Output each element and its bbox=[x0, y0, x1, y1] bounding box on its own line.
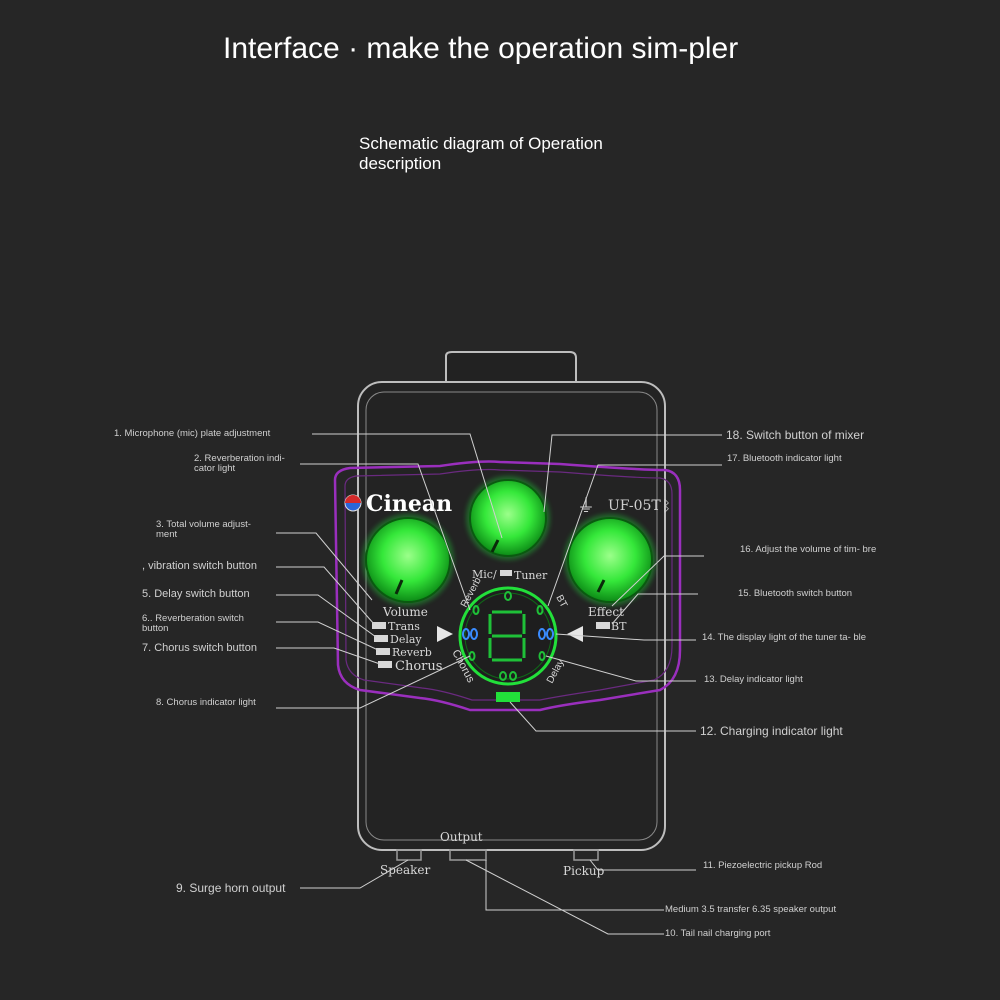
bt-switch-button[interactable] bbox=[596, 622, 610, 629]
tuner-label: Tuner bbox=[514, 569, 548, 582]
callout-10: 10. Tail nail charging port bbox=[665, 928, 771, 939]
callout-16: 16. Adjust the volume of tim- bre bbox=[740, 544, 877, 555]
chorus-switch-button[interactable] bbox=[378, 661, 392, 668]
callout-12: 12. Charging indicator light bbox=[700, 724, 843, 738]
ring-bt-label: BT bbox=[553, 593, 569, 609]
tuner-light-top bbox=[504, 591, 512, 601]
page-title: Interface · make the operation sim-pler bbox=[223, 32, 739, 65]
callout-7: 7. Chorus switch button bbox=[142, 642, 257, 654]
chorus-switch-label: Chorus bbox=[395, 659, 442, 674]
callout-18: 18. Switch button of mixer bbox=[726, 428, 865, 442]
charging-indicator-light bbox=[496, 692, 520, 702]
callout-1: 1. Microphone (mic) plate adjustment bbox=[114, 428, 271, 439]
callout-13: 13. Delay indicator light bbox=[704, 674, 803, 685]
bluetooth-logo-icon: ᛒ bbox=[662, 498, 671, 515]
callout-4: , vibration switch button bbox=[142, 560, 257, 572]
speaker-port[interactable] bbox=[396, 849, 422, 861]
tuner-sharp-arrow-icon bbox=[567, 626, 583, 642]
callout-2: 2. Reverberation indi- cator light bbox=[194, 453, 285, 474]
trans-switch-button[interactable] bbox=[372, 622, 386, 629]
reverb-switch-label: Reverb bbox=[392, 646, 432, 659]
callout-lines bbox=[276, 433, 722, 935]
callout-17: 17. Bluetooth indicator light bbox=[727, 453, 842, 464]
diagram-subtitle: Schematic diagram of Operation descripti… bbox=[359, 134, 603, 173]
bt-indicator-light bbox=[536, 605, 544, 615]
brand-name: Cinean bbox=[366, 491, 452, 517]
control-panel-outline bbox=[333, 460, 682, 712]
bt-switch-label: BT bbox=[611, 620, 627, 633]
output-label: Output bbox=[440, 830, 483, 844]
callout-6: 6.. Reverberation switch button bbox=[142, 613, 244, 634]
device-handle bbox=[445, 351, 577, 382]
delay-switch-button[interactable] bbox=[374, 635, 388, 642]
output-port[interactable] bbox=[449, 849, 487, 861]
tuner-flat-arrow-icon bbox=[437, 626, 453, 642]
tuner-display bbox=[488, 610, 526, 662]
callout-8: 8. Chorus indicator light bbox=[156, 697, 256, 708]
callout-14: 14. The display light of the tuner ta- b… bbox=[702, 632, 867, 643]
callout-5: 5. Delay switch button bbox=[142, 588, 250, 600]
trans-switch-label: Trans bbox=[388, 620, 420, 633]
volume-knob[interactable] bbox=[362, 514, 454, 606]
reverb-indicator-light bbox=[472, 605, 480, 615]
callout-15: 15. Bluetooth switch button bbox=[738, 588, 853, 599]
pickup-label: Pickup bbox=[563, 864, 605, 878]
callout-10-detail: Medium 3.5 transfer 6.35 speaker output bbox=[665, 904, 837, 915]
model-name: UF-05T bbox=[608, 498, 661, 514]
mic-label: Mic/ bbox=[472, 568, 497, 581]
volume-label: Volume bbox=[382, 605, 428, 619]
speaker-label: Speaker bbox=[380, 863, 431, 877]
effect-knob[interactable] bbox=[564, 514, 656, 606]
effect-label: Effect bbox=[588, 605, 624, 619]
pickup-port[interactable] bbox=[573, 849, 599, 861]
callout-11: 11. Piezoelectric pickup Rod bbox=[703, 860, 823, 871]
callout-3: 3. Total volume adjust- ment bbox=[156, 519, 251, 540]
mic-tuner-knob[interactable] bbox=[466, 476, 550, 560]
callout-9: 9. Surge horn output bbox=[176, 881, 286, 895]
delay-indicator-light bbox=[538, 651, 546, 661]
reverb-switch-button[interactable] bbox=[376, 648, 390, 655]
delay-switch-label: Delay bbox=[390, 633, 422, 646]
